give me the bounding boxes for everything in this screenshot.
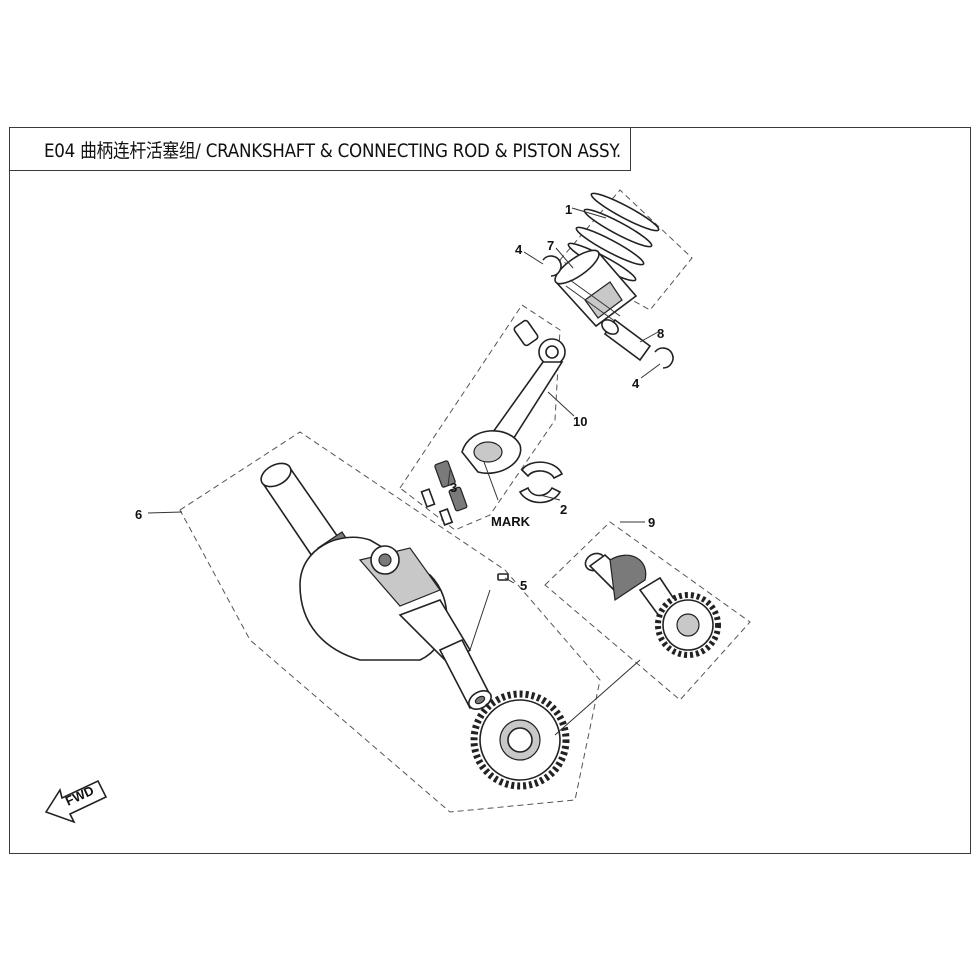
balancer-group-outline xyxy=(544,521,751,701)
crank-group-outline xyxy=(179,431,601,813)
leader-lines xyxy=(147,207,661,736)
connecting-rod xyxy=(420,319,566,526)
crankshaft xyxy=(260,462,492,710)
mark-label: MARK xyxy=(491,514,531,529)
page-title: E04 曲柄连杆活塞组/ CRANKSHAFT & CONNECTING ROD… xyxy=(44,140,621,162)
callout-4-top: 4 xyxy=(515,242,523,257)
rod-group-outline xyxy=(399,304,561,531)
bearing-shells xyxy=(518,461,564,504)
callout-3: 3 xyxy=(450,480,457,495)
circlip-bottom xyxy=(654,347,674,369)
piston-pin xyxy=(601,318,652,362)
callout-4-bottom: 4 xyxy=(632,376,640,391)
callout-9: 9 xyxy=(648,515,655,530)
diagram-frame xyxy=(9,127,971,854)
crank-gear xyxy=(470,690,570,790)
callout-10: 10 xyxy=(573,414,587,429)
callout-2: 2 xyxy=(560,502,567,517)
title-box xyxy=(9,127,631,171)
balancer-shaft xyxy=(584,552,721,658)
callout-5: 5 xyxy=(520,578,527,593)
callout-7: 7 xyxy=(547,238,554,253)
piston xyxy=(554,249,638,328)
circlip-top xyxy=(542,255,562,277)
callout-8: 8 xyxy=(657,326,664,341)
callout-6: 6 xyxy=(135,507,142,522)
fwd-arrow: FWD xyxy=(44,779,108,824)
callout-1: 1 xyxy=(565,202,572,217)
